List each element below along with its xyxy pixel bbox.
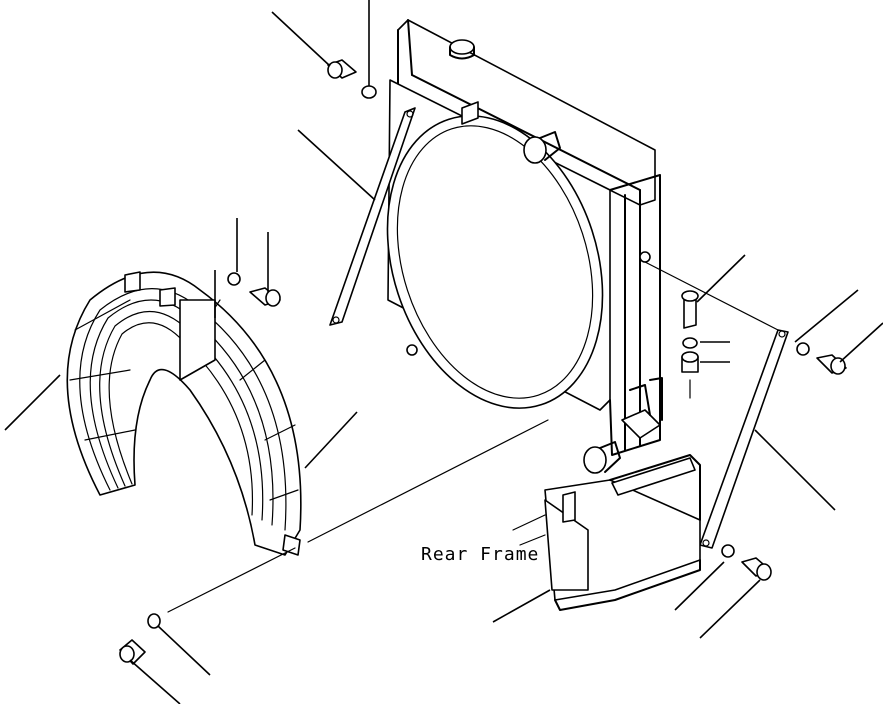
washer-bottom-right [721, 544, 735, 558]
bolt-bottom-right [741, 557, 772, 581]
bolt-top [327, 59, 357, 79]
stay-bar-left [329, 107, 416, 326]
rear-frame-label: Rear Frame [421, 544, 540, 565]
washer-left [227, 272, 241, 286]
bolt-right [816, 354, 847, 375]
radiator-assembly [386, 19, 663, 474]
leader-lines [4, 0, 883, 705]
rear-frame [544, 454, 701, 611]
fan-guard [66, 271, 302, 556]
washer-top [361, 85, 377, 99]
spacer-center [681, 351, 699, 373]
washer-right [796, 342, 810, 356]
upper-hose-pipe [523, 136, 547, 164]
bolt-bottom-left [119, 639, 146, 665]
bracket-hole [639, 251, 651, 263]
washer-bottom-left [147, 613, 161, 629]
bolt-center [681, 290, 699, 329]
radiator-cap-icon [449, 39, 475, 55]
bolt-left [249, 287, 281, 307]
washer-center [682, 337, 698, 349]
shroud-opening [386, 115, 604, 409]
stay-bar-right [699, 329, 789, 549]
lower-hose-pipe [583, 446, 607, 474]
